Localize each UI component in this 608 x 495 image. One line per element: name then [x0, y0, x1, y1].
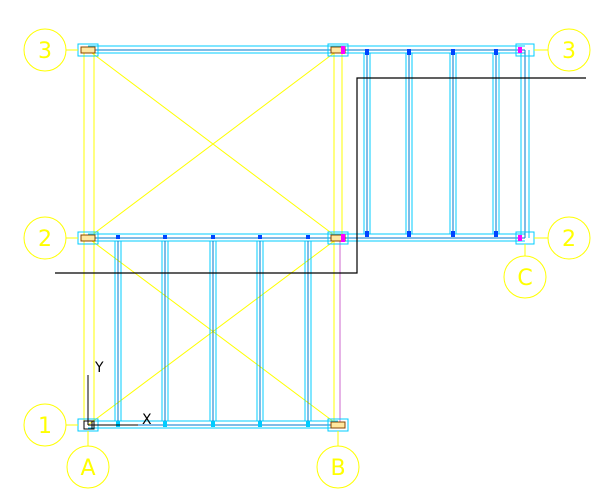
column-a3-section: [80, 46, 96, 54]
joist-ab-2: [161, 241, 169, 421]
connector: [211, 421, 215, 427]
connector: [494, 231, 498, 237]
column-b3-highlight: [341, 46, 345, 54]
grid-bubble-row1-left[interactable]: 1: [23, 403, 67, 447]
grid-bubble-circle: [23, 28, 67, 72]
grid-bubble-circle: [316, 445, 360, 489]
grid-bubble-col-c[interactable]: C: [503, 255, 547, 299]
connector: [116, 235, 120, 239]
beam-row3-bc: [338, 45, 525, 54]
connector: [306, 421, 310, 427]
connector: [365, 231, 369, 237]
brace-upper-diagonal-2: [87, 49, 339, 239]
joist-ab-4: [256, 241, 264, 421]
section-cut-line[interactable]: [55, 77, 586, 274]
ucs-y-label: Y: [94, 360, 104, 376]
ucs-origin-box: [83, 420, 93, 430]
grid-bubble-label: 2: [562, 227, 576, 252]
connector: [116, 421, 120, 427]
joist-end-connectors: [116, 49, 498, 427]
joist-bc-1: [363, 53, 371, 234]
grid-bubble-label: 2: [38, 227, 52, 252]
connector: [258, 421, 262, 427]
ucs-icon: [83, 375, 138, 430]
joist-ab-5: [304, 241, 312, 421]
connector: [258, 235, 262, 239]
connector: [451, 231, 455, 237]
column-b2-plate: [327, 231, 349, 245]
column-b2-highlight: [341, 234, 345, 242]
column-line-c-beam: [520, 50, 530, 238]
column-b3-plate: [327, 43, 349, 57]
connector: [494, 49, 498, 55]
column-a2-section: [80, 234, 96, 242]
connector: [407, 231, 411, 237]
grid-bubble-circle: [547, 28, 591, 72]
column-line-b: [333, 50, 343, 425]
grid-bubble-label: 3: [562, 39, 576, 64]
grid-extension-lines: [66, 49, 548, 446]
grid-bubble-label: B: [330, 456, 345, 481]
grid-bubble-row3-right[interactable]: 3: [547, 28, 591, 72]
grid-bubble-circle: [66, 445, 110, 489]
grid-bubble-label: 3: [38, 39, 52, 64]
grid-bubble-label: A: [80, 456, 95, 481]
connector: [163, 421, 167, 427]
column-b3: [327, 43, 349, 57]
joists-bay-ab-lower: [114, 241, 312, 421]
column-b1-section: [330, 421, 346, 429]
joist-ab-3: [209, 241, 217, 421]
column-c2-highlight: [518, 235, 522, 241]
column-b2: [327, 231, 349, 245]
grid-bubble-label: 1: [38, 414, 52, 439]
grid-bubble-circle: [23, 216, 67, 260]
connector: [211, 235, 215, 239]
ucs-x-label: X: [142, 412, 152, 428]
grid-bubble-label: C: [517, 266, 532, 291]
grid-bubble-circle: [503, 255, 547, 299]
grid-bubble-col-b[interactable]: B: [316, 445, 360, 489]
grid-bubble-row2-left[interactable]: 2: [23, 216, 67, 260]
grid-bubble-col-a[interactable]: A: [66, 445, 110, 489]
joist-ab-1: [114, 241, 122, 421]
joist-bc-4: [492, 53, 500, 234]
joist-bc-3: [449, 53, 457, 234]
grid-bubble-row3-left[interactable]: 3: [23, 28, 67, 72]
beam-row2-bc: [338, 233, 525, 242]
joist-bc-2: [405, 53, 413, 234]
connector: [407, 49, 411, 55]
connector: [451, 49, 455, 55]
column-c3-highlight: [518, 47, 522, 53]
beam-row3-ab: [88, 45, 338, 54]
joists-bay-bc: [363, 53, 500, 234]
grid-bubble-circle: [547, 216, 591, 260]
connector: [306, 235, 310, 239]
connector: [163, 235, 167, 239]
grid-bubble-row2-right[interactable]: 2: [547, 216, 591, 260]
connector: [365, 49, 369, 55]
grid-bubble-circle: [23, 403, 67, 447]
